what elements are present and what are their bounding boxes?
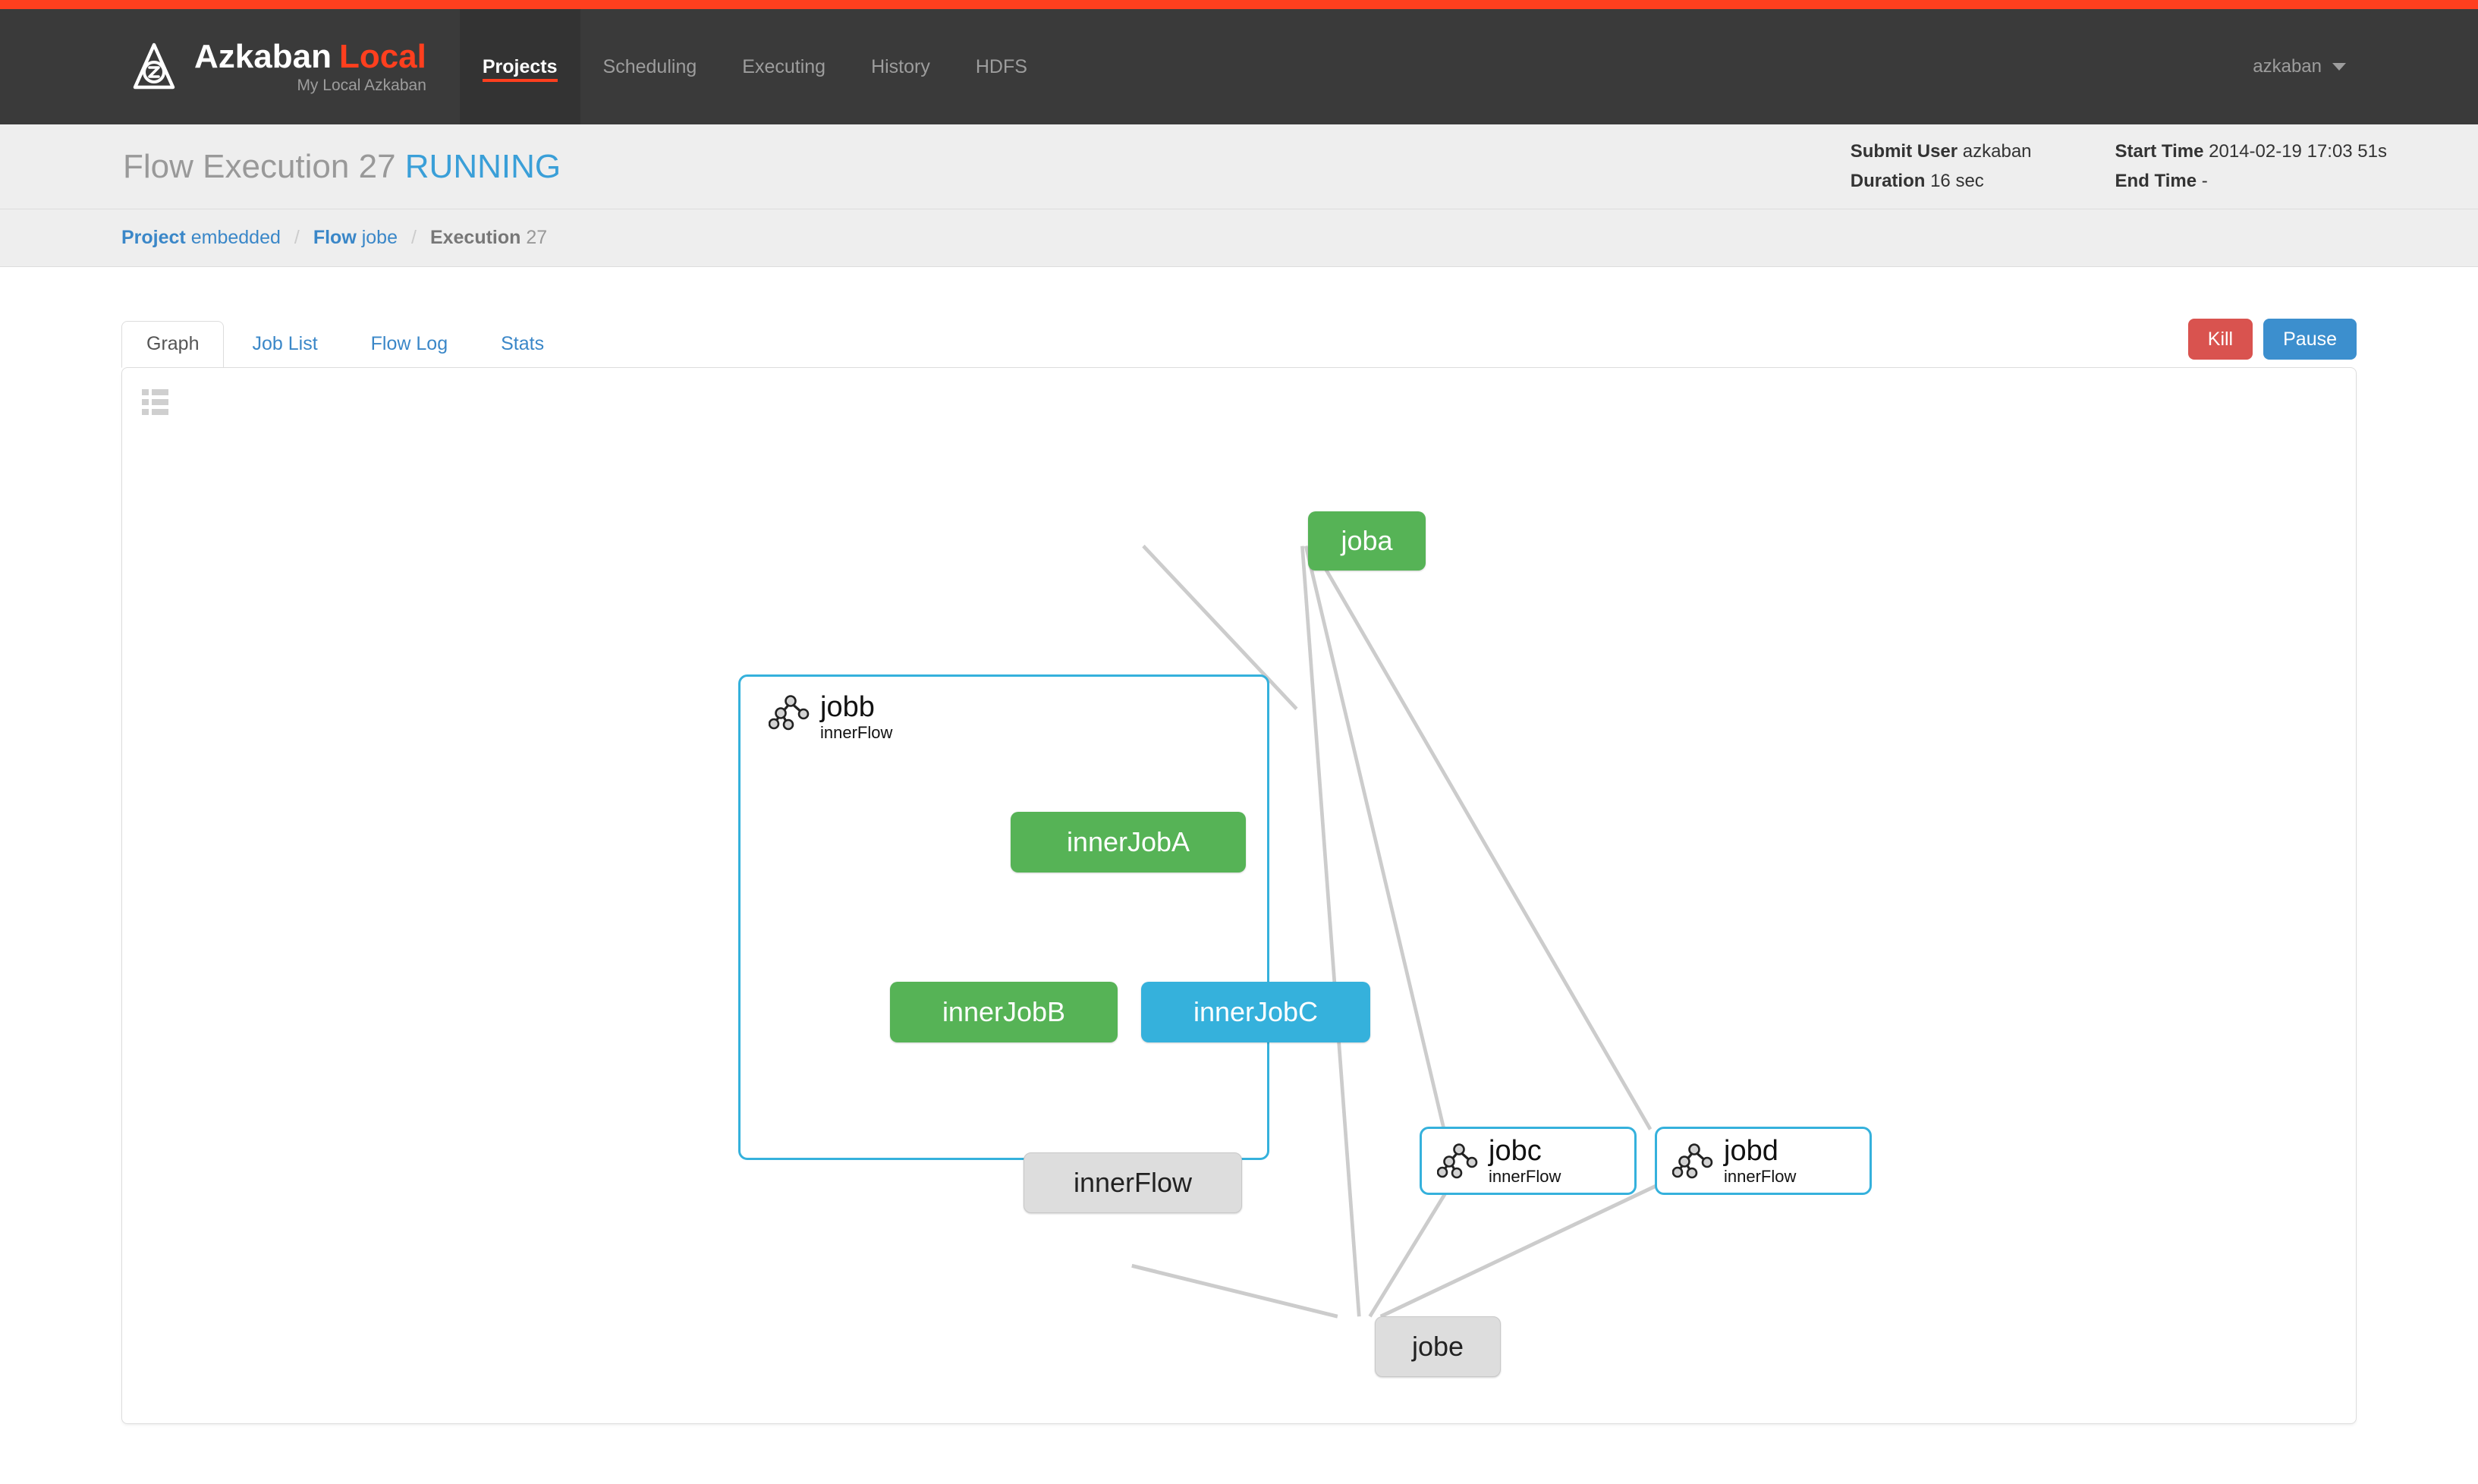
meta-column-submit: Submit User azkaban Duration 16 sec [1851, 137, 2032, 197]
nav-link-executing[interactable]: Executing [742, 55, 826, 77]
graph-node-innerFlow-label: innerFlow [1073, 1167, 1193, 1198]
breadcrumb-flow-value: jobe [361, 227, 398, 248]
graph-node-jobe-label: jobe [1411, 1331, 1464, 1362]
meta-start-time-value: 2014-02-19 17:03 51s [2209, 140, 2387, 162]
graph-flowbox-jobb-title: jobb [820, 691, 875, 723]
breadcrumb-item-project[interactable]: Project embedded [121, 227, 281, 249]
meta-end-time-label: End Time [2115, 170, 2197, 191]
pause-button[interactable]: Pause [2263, 319, 2357, 360]
flow-graph-icon [1672, 1143, 1713, 1179]
tab-stats[interactable]: Stats [501, 333, 545, 354]
meta-start-time: Start Time 2014-02-19 17:03 51s [2115, 137, 2387, 167]
nav-link-hdfs[interactable]: HDFS [975, 55, 1027, 77]
brand-subtitle: My Local Azkaban [297, 76, 426, 94]
page-title-execid: 27 [358, 147, 396, 185]
brand-name: Azkaban [194, 38, 332, 76]
brand-suffix: Local [338, 38, 426, 76]
edge-joba-jobd [1310, 545, 1653, 1130]
user-menu-label: azkaban [2253, 56, 2322, 77]
graph-flowbox-jobb-subtitle: innerFlow [820, 723, 893, 742]
tab-job-list[interactable]: Job List [252, 333, 318, 354]
graph-flowbox-jobd[interactable]: jobd innerFlow [1655, 1127, 1872, 1195]
nav-active-underline [482, 79, 558, 82]
nav-link-history[interactable]: History [871, 55, 930, 77]
content-area: Graph Job List Flow Log Stats Kill Pause [0, 267, 2478, 1424]
list-menu-icon[interactable] [142, 389, 169, 415]
graph-flowbox-jobd-title: jobd [1724, 1135, 1778, 1167]
tab-graph[interactable]: Graph [121, 321, 225, 368]
breadcrumb-execution-label: Execution [429, 227, 521, 248]
edge-joba-jobb [1142, 544, 1298, 711]
kill-button[interactable]: Kill [2187, 319, 2253, 360]
graph-flowbox-jobc[interactable]: jobc innerFlow [1420, 1127, 1637, 1195]
graph-node-innerJobA-label: innerJobA [1066, 826, 1190, 857]
edge-jobc-jobe [1368, 1185, 1451, 1318]
graph-node-jobe[interactable]: jobe [1375, 1316, 1501, 1377]
user-menu[interactable]: azkaban [2253, 9, 2478, 124]
edge-joba-jobc [1303, 545, 1446, 1130]
meta-end-time-value: - [2201, 170, 2208, 191]
graph-node-joba-label: joba [1341, 525, 1393, 556]
flow-graph-icon [769, 695, 810, 731]
meta-submit-user: Submit User azkaban [1851, 137, 2032, 167]
edge-joba-jobe [1300, 545, 1361, 1317]
meta-submit-user-label: Submit User [1850, 140, 1958, 162]
nav-link-projects[interactable]: Projects [459, 9, 580, 124]
meta-duration-label: Duration [1850, 170, 1926, 191]
page-title: Flow Execution 27 RUNNING [0, 148, 561, 186]
action-buttons: Kill Pause [2187, 319, 2357, 367]
breadcrumb-project-value: embedded [190, 227, 281, 248]
tab-flow-log[interactable]: Flow Log [370, 333, 448, 354]
graph-flowbox-jobc-subtitle: innerFlow [1489, 1167, 1561, 1186]
graph-flowbox-jobb[interactable] [738, 674, 1269, 1160]
edge-jobd-jobe [1379, 1184, 1656, 1319]
graph-flowbox-jobb-header[interactable]: jobb innerFlow [769, 693, 892, 741]
chevron-down-icon [2332, 63, 2346, 71]
meta-end-time: End Time - [2115, 167, 2387, 197]
flow-graph-icon [1437, 1143, 1478, 1179]
graph-node-innerJobA[interactable]: innerJobA [1011, 812, 1246, 872]
tab-bar: Graph Job List Flow Log Stats Kill Pause [0, 267, 2478, 368]
graph-flowbox-jobd-subtitle: innerFlow [1724, 1167, 1797, 1186]
graph-node-innerJobC[interactable]: innerJobC [1141, 982, 1370, 1042]
top-accent-bar [0, 0, 2478, 9]
nav-link-projects-label: Projects [482, 55, 558, 77]
breadcrumb-project-label: Project [121, 227, 186, 248]
graph-node-joba[interactable]: joba [1308, 511, 1426, 571]
azkaban-logo-icon [133, 42, 175, 90]
graph-node-innerJobC-label: innerJobC [1193, 996, 1319, 1027]
meta-start-time-label: Start Time [2115, 140, 2204, 162]
breadcrumb-item-execution: Execution 27 [430, 227, 547, 249]
graph-flowbox-jobc-title: jobc [1489, 1135, 1542, 1167]
status-badge: RUNNING [404, 147, 561, 185]
breadcrumb: Project embedded / Flow jobe / Execution… [0, 209, 2478, 267]
edge-jobb-jobe [1131, 1263, 1338, 1319]
meta-duration: Duration 16 sec [1851, 167, 2032, 197]
graph-node-innerJobB-label: innerJobB [942, 996, 1066, 1027]
breadcrumb-item-flow[interactable]: Flow jobe [313, 227, 398, 249]
meta-submit-user-value: azkaban [1962, 140, 2032, 162]
breadcrumb-separator-2: / [410, 227, 417, 248]
graph-node-innerJobB[interactable]: innerJobB [890, 982, 1118, 1042]
nav-links: Projects Scheduling Executing History HD… [459, 9, 1050, 124]
breadcrumb-separator-1: / [294, 227, 300, 248]
nav-link-scheduling[interactable]: Scheduling [602, 55, 697, 77]
breadcrumb-execution-value: 27 [526, 227, 548, 248]
flow-graph-panel[interactable]: joba jobb [121, 367, 2357, 1424]
breadcrumb-flow-label: Flow [313, 227, 357, 248]
meta-duration-value: 16 sec [1930, 170, 1984, 191]
execution-meta: Submit User azkaban Duration 16 sec Star… [1767, 137, 2478, 197]
meta-column-time: Start Time 2014-02-19 17:03 51s End Time… [2115, 137, 2387, 197]
execution-header: Flow Execution 27 RUNNING Submit User az… [0, 124, 2478, 209]
graph-node-innerFlow[interactable]: innerFlow [1024, 1152, 1242, 1213]
page-title-prefix: Flow Execution [123, 147, 350, 185]
